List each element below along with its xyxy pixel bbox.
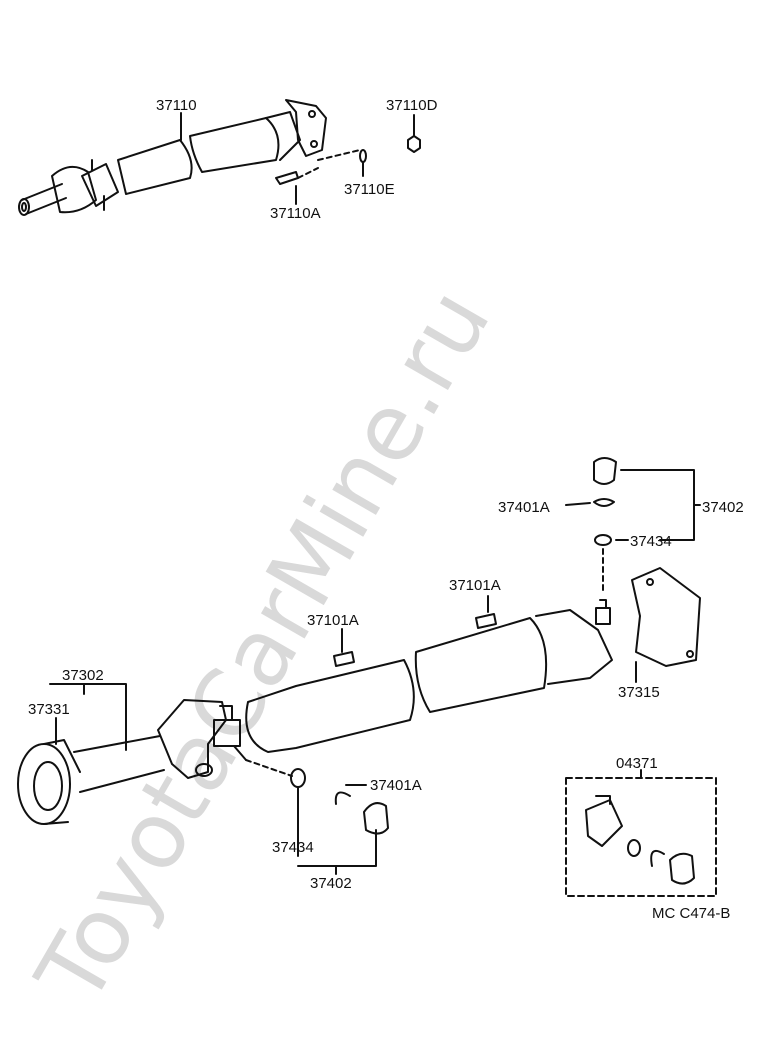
label-37110E: 37110E [344, 181, 395, 198]
kit-04371-snap-ring [650, 850, 665, 867]
label-37110D: 37110D [386, 97, 438, 114]
label-37434-bottom: 37434 [272, 839, 314, 856]
label-37401A-top: 37401A [498, 499, 550, 516]
label-37110A: 37110A [270, 205, 321, 222]
top-rear-flange [285, 99, 327, 157]
label-37402-bottom: 37402 [310, 875, 352, 892]
label-37110: 37110 [156, 97, 197, 114]
kit-04371-bearing [669, 852, 695, 885]
bolt-37110A [275, 171, 299, 185]
label-37101A-right: 37101A [449, 577, 501, 594]
bottom-spline-shaft [73, 735, 165, 793]
bearing-cup-37434-top [594, 534, 612, 546]
snap-ring-37401A-bottom [334, 791, 351, 805]
bearing-37331-inner [33, 761, 63, 811]
bottom-front-yoke [157, 699, 227, 779]
kit-04371-spider [585, 795, 623, 847]
bottom-shaft-tube-front [245, 659, 415, 753]
top-shaft-tube-rear [189, 117, 280, 173]
balance-weight-37101A-right [475, 613, 497, 629]
label-04371: 04371 [616, 755, 658, 772]
label-37434-top: 37434 [630, 533, 672, 550]
bottom-shaft-tube-rear [414, 617, 548, 713]
top-propeller-shaft-assembly [18, 99, 421, 216]
top-front-u-joint [81, 159, 119, 211]
diagram-code: MC C474-B [652, 905, 730, 922]
bottom-rear-spider [595, 599, 611, 625]
bearing-cup-37434-bottom [290, 768, 306, 788]
label-37101A-left: 37101A [307, 612, 359, 629]
label-37315: 37315 [618, 684, 660, 701]
bottom-propeller-shaft-assembly [17, 457, 717, 897]
bearing-37402-top [593, 457, 617, 485]
label-37331: 37331 [28, 701, 70, 718]
top-rear-yoke [265, 111, 301, 161]
top-spline-end-face [18, 198, 30, 216]
snap-ring-37401A-top [593, 498, 615, 507]
bottom-front-spider [213, 705, 247, 761]
bearing-37402-bottom [363, 802, 389, 835]
kit-04371-cup [627, 839, 641, 857]
top-slip-yoke [51, 165, 97, 214]
washer-37110E [359, 149, 367, 163]
label-37401A-bottom: 37401A [370, 777, 422, 794]
center-bearing-bracket-37315 [631, 567, 701, 667]
label-37302: 37302 [62, 667, 104, 684]
balance-weight-37101A-left [333, 651, 355, 667]
label-37402-top: 37402 [702, 499, 744, 516]
bottom-rear-yoke [535, 609, 613, 685]
top-shaft-tube-front [117, 139, 193, 195]
nut-37110D [407, 135, 421, 153]
